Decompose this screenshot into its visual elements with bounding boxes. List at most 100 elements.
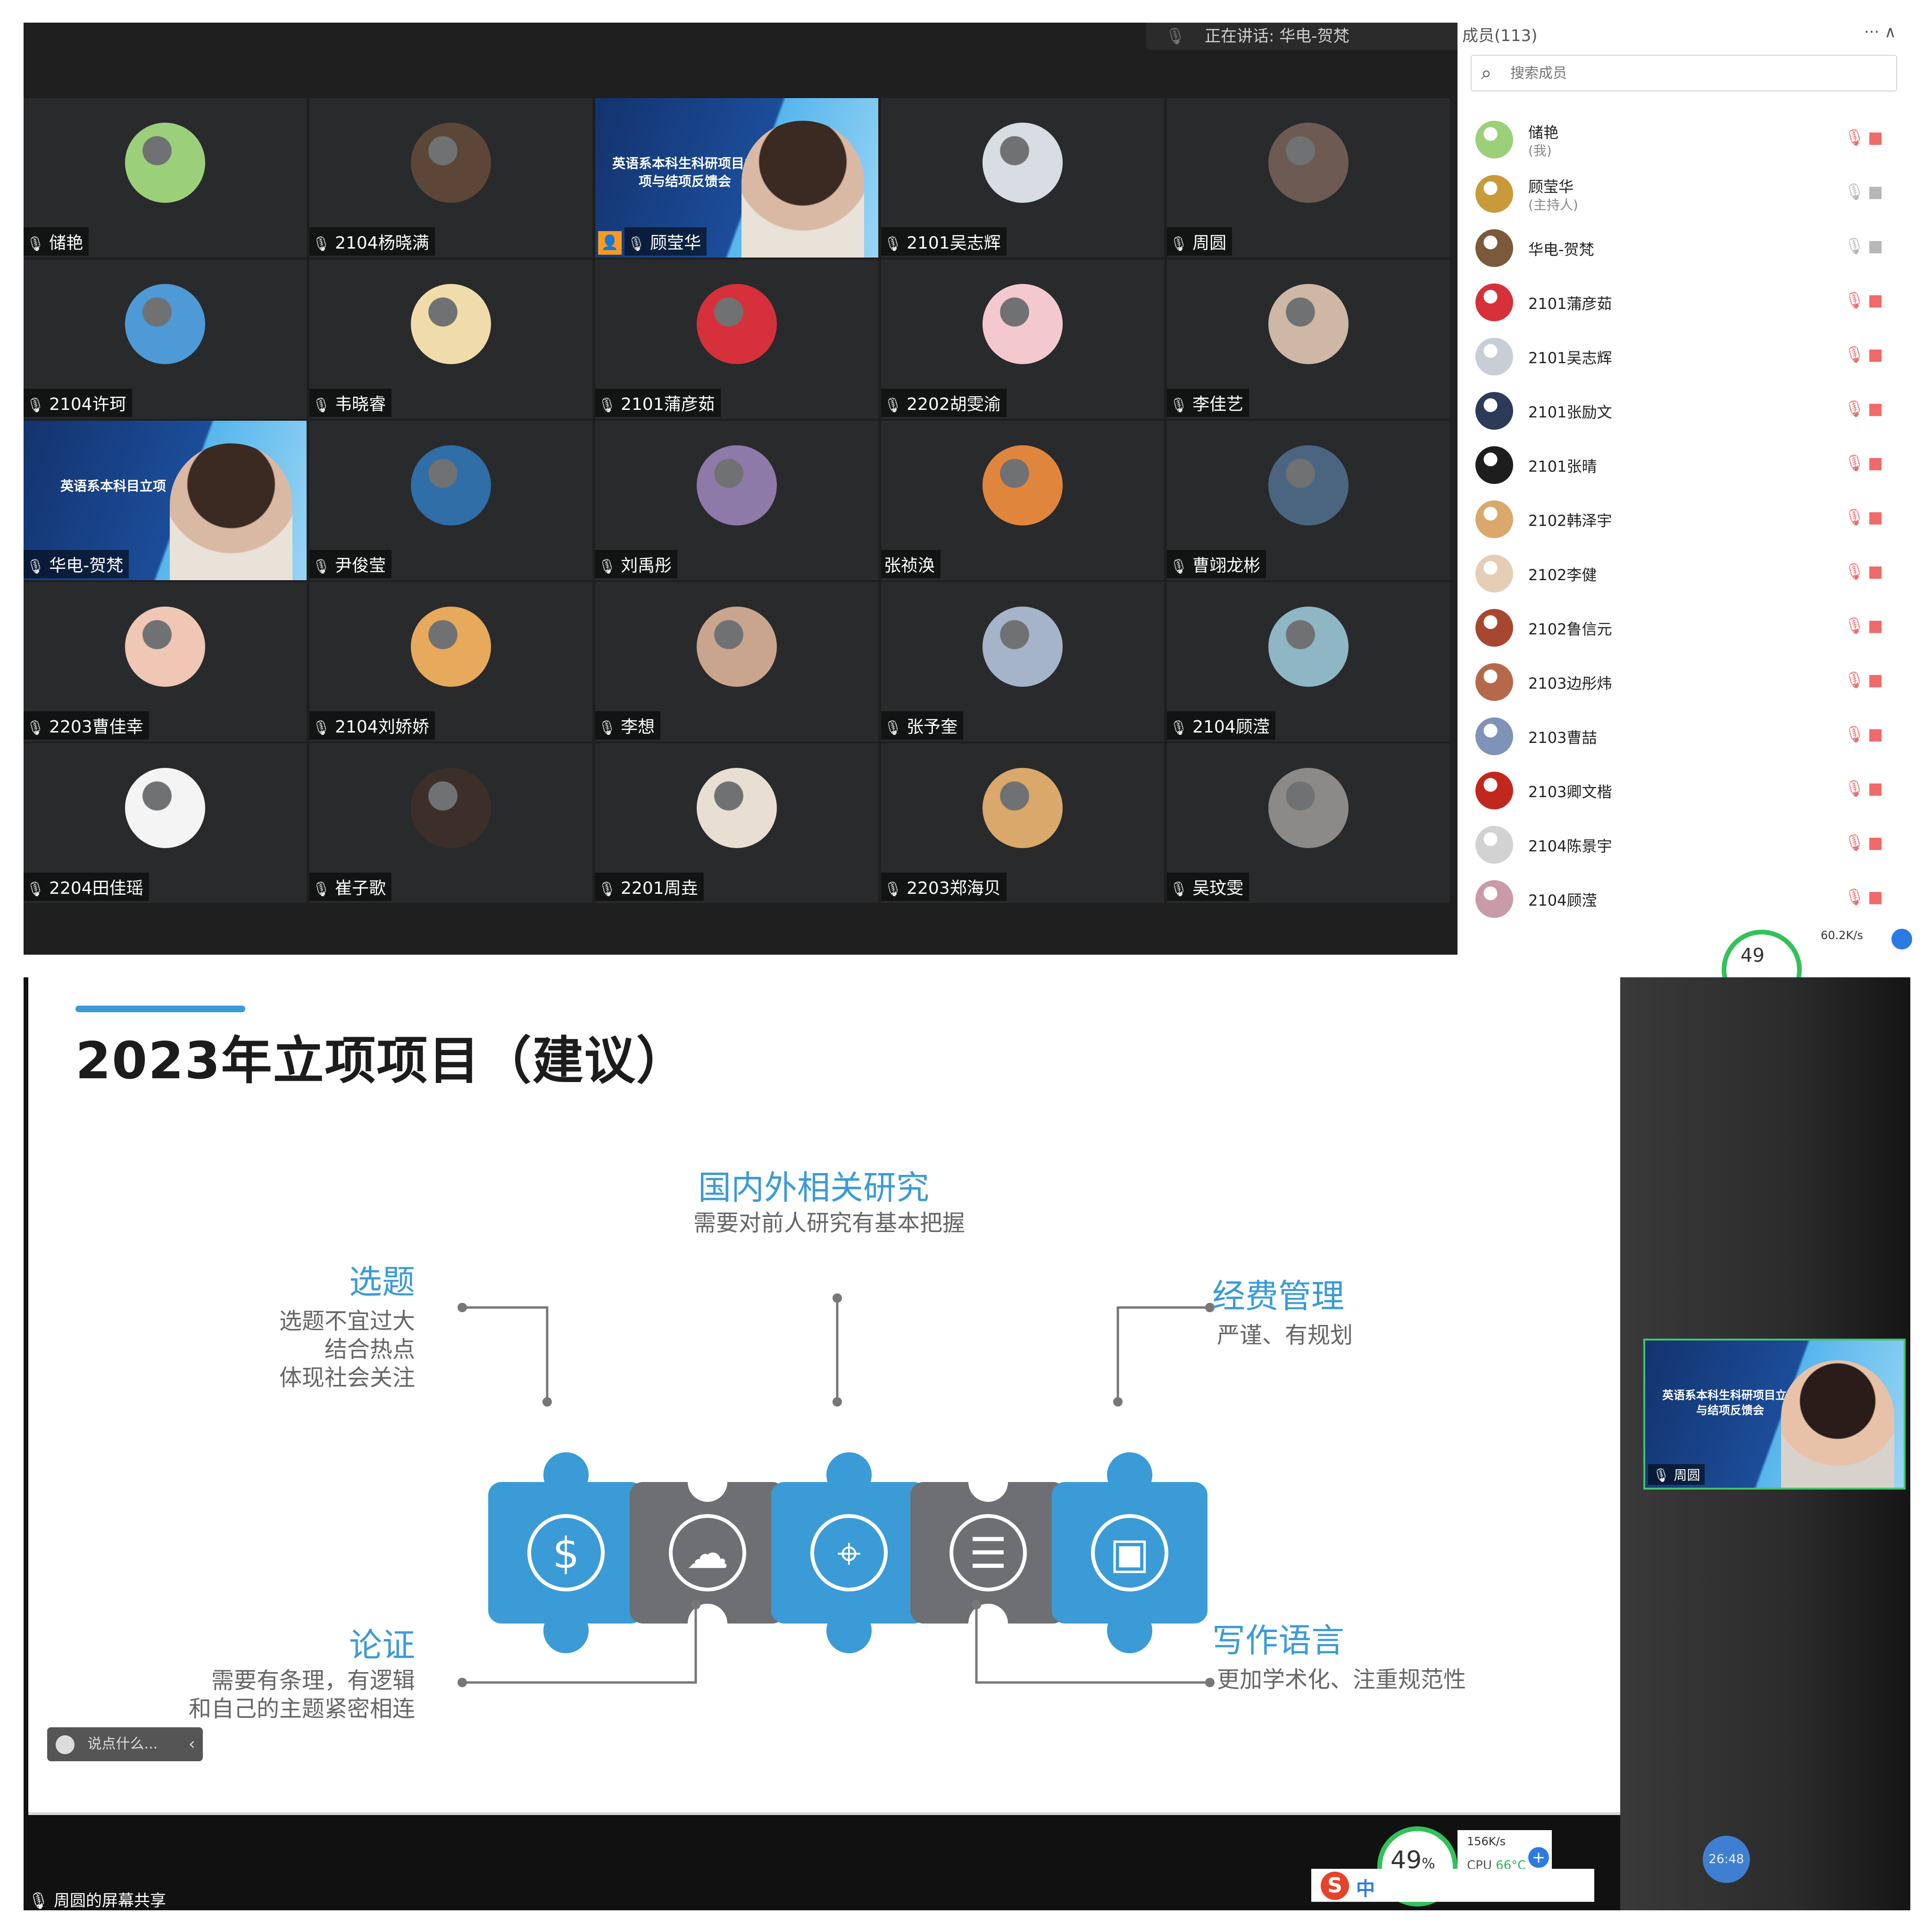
mic-muted-icon[interactable]: 🎙 — [1844, 128, 1865, 147]
puzzle-knob — [543, 1608, 589, 1653]
video-tile[interactable]: 🎙刘禹彤 — [595, 421, 878, 580]
camera-off-icon[interactable]: ■ — [1868, 779, 1883, 798]
mic-muted-icon: 🎙 — [1170, 720, 1188, 736]
video-tile[interactable]: 🎙张予奎 — [881, 582, 1164, 741]
video-tile[interactable]: 🎙2101吴志辉 — [881, 98, 1164, 258]
member-row[interactable]: 2102鲁信元🎙■ — [1472, 600, 1896, 652]
participant-name: 2104刘娇娇 — [335, 717, 429, 737]
camera-off-icon[interactable]: ■ — [1868, 562, 1883, 581]
camera-off-icon[interactable]: ■ — [1868, 128, 1883, 147]
camera-icon[interactable]: ■ — [1868, 237, 1883, 256]
puzzle-knob — [1107, 1608, 1152, 1653]
mic-icon[interactable]: 🎙 — [1844, 237, 1865, 256]
video-tile[interactable]: 英语系本科目立项🎙华电-贺梵 — [24, 421, 307, 580]
camera-off-icon[interactable]: ■ — [1868, 725, 1883, 744]
video-tile[interactable]: 🎙2104刘娇娇 — [309, 582, 592, 741]
member-search-box[interactable]: ⌕ — [1471, 55, 1897, 92]
video-tile[interactable]: 张祯涣 — [881, 421, 1164, 580]
chat-input-button[interactable]: 说点什么... ‹ — [47, 1727, 203, 1761]
video-tile[interactable]: 🎙2104顾滢 — [1167, 582, 1450, 741]
video-tile[interactable]: 🎙曹翊龙彬 — [1167, 421, 1450, 580]
participant-avatar — [697, 607, 777, 687]
camera-off-icon[interactable]: ■ — [1868, 671, 1883, 690]
meeting-timer: 26:48 — [1703, 1836, 1750, 1883]
ime-language[interactable]: 中 — [1356, 1878, 1375, 1900]
video-tile[interactable]: 🎙储艳 — [24, 98, 307, 258]
mic-muted-icon: 🎙 — [598, 881, 616, 898]
member-search-input[interactable] — [1509, 62, 1879, 84]
mic-muted-icon[interactable]: 🎙 — [1844, 400, 1865, 418]
connector-dot — [458, 1678, 467, 1687]
member-row[interactable]: 2102韩泽宇🎙■ — [1472, 492, 1896, 544]
member-row[interactable]: 2103曹喆🎙■ — [1472, 709, 1896, 761]
camera-off-icon[interactable]: ■ — [1868, 833, 1883, 852]
mic-muted-icon[interactable]: 🎙 — [1844, 888, 1865, 907]
connector-dot — [542, 1397, 552, 1407]
speaker-video-tile[interactable]: 英语系本科生科研项目立项与结项反馈会 🎙 周圆 — [1643, 1339, 1906, 1490]
video-tile[interactable]: 英语系本科生科研项目立项与结项反馈会👤🎙顾莹华 — [595, 98, 878, 258]
member-row[interactable]: 顾莹华(主持人)🎙■ — [1472, 167, 1896, 218]
camera-off-icon[interactable]: ■ — [1868, 888, 1883, 907]
member-row[interactable]: 华电-贺梵🎙■ — [1472, 221, 1896, 273]
mic-muted-icon[interactable]: 🎙 — [1844, 508, 1865, 527]
camera-off-icon[interactable]: ■ — [1868, 616, 1883, 635]
mic-muted-icon[interactable]: 🎙 — [1844, 779, 1865, 798]
video-tile[interactable]: 🎙周圆 — [1167, 98, 1450, 258]
video-tile[interactable]: 🎙2202胡雯渝 — [881, 259, 1164, 419]
mic-muted-icon[interactable]: 🎙 — [1844, 345, 1865, 364]
mic-muted-icon[interactable]: 🎙 — [1844, 454, 1865, 473]
plus-icon[interactable] — [1891, 929, 1912, 949]
video-tile[interactable]: 🎙2104许珂 — [24, 259, 307, 419]
camera-off-icon[interactable]: ■ — [1868, 345, 1883, 364]
ime-toolbar[interactable]: S 中 — [1311, 1869, 1594, 1902]
member-name: 2102李健 — [1528, 566, 1597, 584]
video-tile[interactable]: 🎙吴玟雯 — [1167, 743, 1450, 903]
camera-icon[interactable]: ■ — [1868, 183, 1883, 201]
camera-off-icon[interactable]: ■ — [1868, 508, 1883, 527]
video-tile[interactable]: 🎙2204田佳瑶 — [24, 743, 307, 903]
participant-name-tag: 🎙2104刘娇娇 — [309, 711, 435, 740]
video-tile[interactable]: 🎙崔子歌 — [309, 743, 592, 903]
mic-muted-icon[interactable]: 🎙 — [1844, 671, 1865, 690]
camera-off-icon[interactable]: ■ — [1868, 454, 1883, 473]
video-tile[interactable]: 🎙李佳艺 — [1167, 259, 1450, 419]
member-row[interactable]: 2104顾滢🎙■ — [1472, 872, 1896, 924]
plus-icon[interactable]: + — [1528, 1847, 1549, 1868]
participant-avatar — [125, 284, 205, 364]
member-row[interactable]: 2103卿文楷🎙■ — [1472, 763, 1896, 815]
member-panel-controls[interactable]: ··· ∧ — [1864, 23, 1896, 42]
title-accent-bar — [75, 1006, 245, 1012]
camera-off-icon[interactable]: ■ — [1868, 400, 1883, 418]
member-row[interactable]: 2101张晴🎙■ — [1472, 438, 1896, 490]
member-row[interactable]: 2104陈景宇🎙■ — [1472, 817, 1896, 869]
member-row[interactable]: 2103边彤炜🎙■ — [1472, 655, 1896, 707]
video-tile[interactable]: 🎙2203曹佳幸 — [24, 582, 307, 741]
member-row[interactable]: 储艳(我)🎙■ — [1472, 112, 1896, 164]
member-row[interactable]: 2102李健 🎙■ — [1472, 546, 1896, 598]
participant-name: 2202胡雯渝 — [907, 395, 1001, 414]
video-tile[interactable]: 🎙2203郑海贝 — [881, 743, 1164, 903]
video-tile[interactable]: 🎙尹俊莹 — [309, 421, 592, 580]
member-role: (主持人) — [1528, 197, 1578, 213]
video-tile[interactable]: 🎙2201周垚 — [595, 743, 878, 903]
participant-name: 尹俊莹 — [335, 556, 386, 575]
member-row[interactable]: 2101吴志辉🎙■ — [1472, 329, 1896, 381]
video-tile[interactable]: 🎙韦晓睿 — [309, 259, 592, 419]
member-row[interactable]: 2101张励文🎙■ — [1472, 383, 1896, 435]
video-tile[interactable]: 🎙李想 — [595, 582, 878, 741]
mic-muted-icon[interactable]: 🎙 — [1844, 616, 1865, 635]
network-speed: 156K/s — [1467, 1835, 1506, 1848]
mic-icon[interactable]: 🎙 — [1844, 183, 1865, 201]
puzzle-knob — [826, 1452, 872, 1498]
member-row[interactable]: 2101蒲彦茹🎙■ — [1472, 275, 1896, 327]
camera-off-icon[interactable]: ■ — [1868, 291, 1883, 310]
mic-muted-icon[interactable]: 🎙 — [1844, 833, 1865, 852]
video-tile[interactable]: 🎙2101蒲彦茹 — [595, 259, 878, 419]
chevron-left-icon[interactable]: ‹ — [188, 1734, 195, 1754]
participant-name: 李佳艺 — [1192, 395, 1244, 414]
mic-muted-icon[interactable]: 🎙 — [1844, 291, 1865, 310]
mic-muted-icon[interactable]: 🎙 — [1844, 725, 1865, 744]
video-tile[interactable]: 🎙2104杨晓满 — [309, 98, 592, 258]
puzzle-socket — [688, 1604, 727, 1643]
mic-muted-icon[interactable]: 🎙 — [1844, 562, 1865, 581]
